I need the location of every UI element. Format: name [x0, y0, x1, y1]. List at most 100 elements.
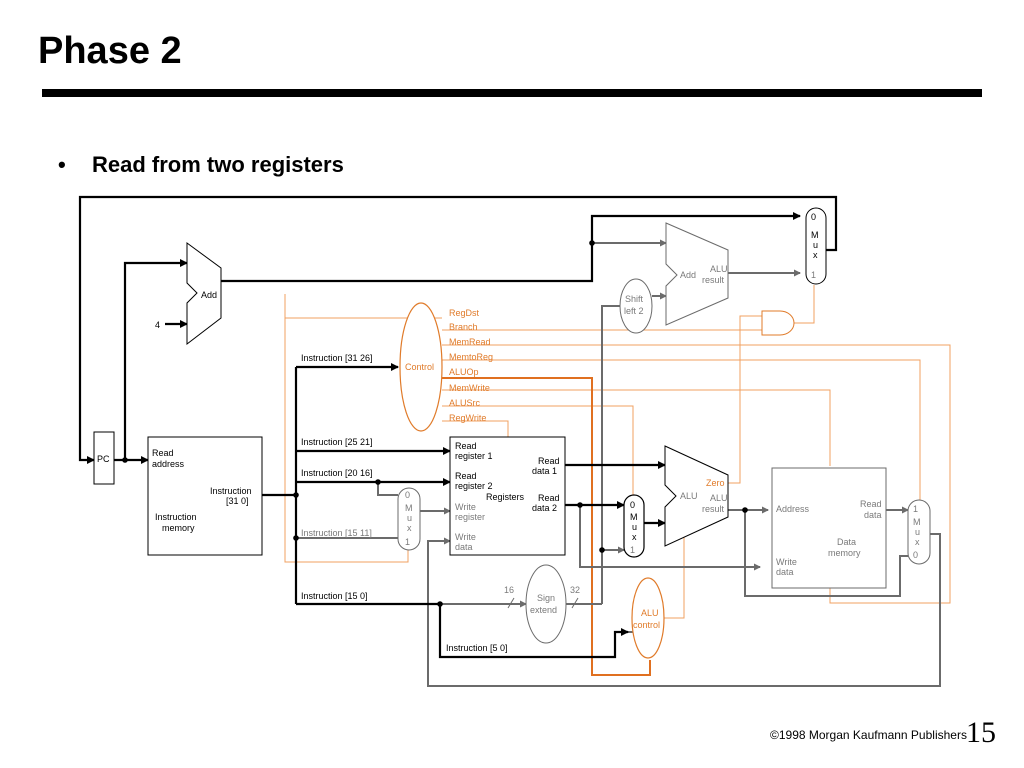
bullet-text: Read from two registers [92, 152, 344, 177]
main-alu-zero: Zero [706, 478, 725, 488]
field-15-11: Instruction [15 11] [301, 528, 372, 538]
memtoreg-mux-u: u [915, 527, 920, 537]
regdst-mux-u: u [407, 513, 412, 523]
reg-name: Registers [486, 492, 525, 502]
signal-branch: Branch [449, 322, 478, 332]
dmem-address: Address [776, 504, 810, 514]
control-label: Control [405, 362, 434, 372]
branch-adder [665, 222, 729, 326]
reg-rr1a: Read [455, 441, 477, 451]
regdst-mux-bottom: 1 [405, 537, 410, 547]
slide-title: Phase 2 [38, 30, 182, 72]
const-four: 4 [155, 320, 160, 330]
signal-memtoreg: MemtoReg [449, 352, 493, 362]
alusrc-mux-bottom: 1 [630, 545, 635, 555]
signal-memwrite: MemWrite [449, 383, 490, 393]
pc-adder [186, 242, 222, 346]
register-file [449, 436, 566, 556]
field-20-16: Instruction [20 16] [301, 468, 373, 478]
reg-wra: Write [455, 502, 476, 512]
imem-read: Read [152, 448, 174, 458]
regdst-mux-m: M [405, 503, 413, 513]
alusrc-mux-x: x [632, 532, 637, 542]
field-25-21: Instruction [25 21] [301, 437, 373, 447]
branch-mux-bottom: 1 [811, 270, 816, 280]
shift-b: left 2 [624, 306, 644, 316]
imem-bits: [31 0] [226, 496, 249, 506]
reg-wrb: register [455, 512, 485, 522]
branch-add-label: Add [680, 270, 696, 280]
dmem-name-b: memory [828, 548, 861, 558]
imem-name1: Instruction [155, 512, 197, 522]
shift-left-2 [619, 278, 653, 334]
imem-name2: memory [162, 523, 195, 533]
reg-rd2b: data 2 [532, 503, 557, 513]
signal-regwrite: RegWrite [449, 413, 486, 423]
control-signal-labels: RegDst Branch MemRead MemtoReg ALUOp Mem… [449, 308, 493, 423]
memtoreg-mux-top: 1 [913, 504, 918, 514]
title-rule [42, 89, 982, 97]
alusrc-mux-m: M [630, 512, 638, 522]
branch-mux-u: u [813, 240, 818, 250]
dmem-rd-b: data [864, 510, 882, 520]
reg-rr2a: Read [455, 471, 477, 481]
reg-wdb: data [455, 542, 473, 552]
branch-mux-m: M [811, 230, 819, 240]
imem-instruction: Instruction [210, 486, 252, 496]
alusrc-mux-u: u [632, 522, 637, 532]
imem-address: address [152, 459, 185, 469]
main-alu-alu2: ALU [710, 493, 728, 503]
copyright-footer: ©1998 Morgan Kaufmann Publishers [770, 728, 967, 742]
alu-control-a: ALU [641, 608, 659, 618]
dmem-wd-b: data [776, 567, 794, 577]
pc-adder-label: Add [201, 290, 217, 300]
alu-control-b: control [633, 620, 660, 630]
signal-alusrc: ALUSrc [449, 398, 481, 408]
memtoreg-mux: 1 M u x 0 [907, 499, 931, 565]
regdst-mux-top: 0 [405, 490, 410, 500]
pc-label: PC [97, 454, 110, 464]
branch-alu-label: ALU [710, 264, 728, 274]
regdst-mux: 0 M u x 1 [397, 487, 421, 551]
reg-rr1b: register 1 [455, 451, 493, 461]
page-number: 15 [966, 716, 996, 749]
junction-dots [122, 240, 748, 607]
field-15-0: Instruction [15 0] [301, 591, 368, 601]
memtoreg-mux-bottom: 0 [913, 550, 918, 560]
shift-a: Shift [625, 294, 644, 304]
branch-mux: 0 M u x 1 [805, 207, 827, 285]
field-5-0: Instruction [5 0] [446, 643, 508, 653]
bullet-marker: • [58, 152, 66, 177]
signal-regdst: RegDst [449, 308, 480, 318]
sign-extend [525, 564, 567, 644]
sign-a: Sign [537, 593, 555, 603]
instruction-memory [147, 436, 263, 556]
branch-mux-top: 0 [811, 212, 816, 222]
branch-and-gate [761, 310, 795, 336]
signal-memread: MemRead [449, 337, 491, 347]
reg-rd2a: Read [538, 493, 560, 503]
control-unit [399, 302, 443, 432]
field-31-26: Instruction [31 26] [301, 353, 373, 363]
pc-register [93, 431, 115, 485]
reg-rd1b: data 1 [532, 466, 557, 476]
branch-mux-x: x [813, 250, 818, 260]
sign-in-bits: 16 [504, 585, 514, 595]
alusrc-mux-top: 0 [630, 500, 635, 510]
reg-wda: Write [455, 532, 476, 542]
sign-out-slash [571, 597, 579, 609]
main-alu-label: ALU [680, 491, 698, 501]
dmem-name-a: Data [837, 537, 856, 547]
sign-out-bits: 32 [570, 585, 580, 595]
signal-aluop: ALUOp [449, 367, 479, 377]
alu-control [631, 577, 665, 659]
black-wires [78, 195, 838, 659]
data-memory [771, 467, 887, 589]
sign-in-slash [507, 597, 515, 609]
memtoreg-mux-m: M [913, 517, 921, 527]
sign-b: extend [530, 605, 557, 615]
alusrc-mux: 0 M u x 1 [623, 494, 645, 558]
main-alu-result: result [702, 504, 725, 514]
dmem-wd-a: Write [776, 557, 797, 567]
